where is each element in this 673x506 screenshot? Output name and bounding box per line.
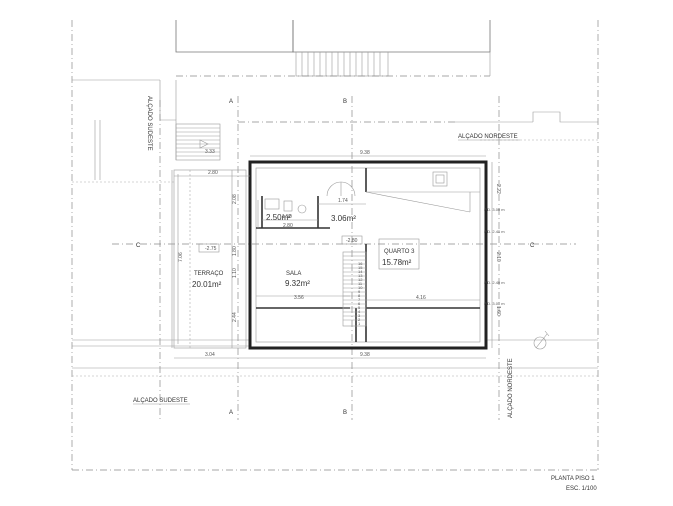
dim-small-left: 3.33 bbox=[205, 149, 215, 155]
terrace bbox=[173, 169, 247, 349]
stair-step-2: 2 bbox=[358, 317, 361, 322]
elevation-label-sudeste-side: ALÇADO SUDESTE bbox=[146, 96, 152, 151]
level-landing: -2.80 bbox=[346, 238, 358, 244]
dim-terrace-depth: 7.06 bbox=[178, 252, 184, 262]
neighbour-building bbox=[175, 20, 491, 77]
stair-step-14: 14 bbox=[358, 269, 363, 274]
room-sala-area: 9.32m² bbox=[285, 279, 310, 288]
dim-sala-width: 3.56 bbox=[294, 295, 304, 301]
room-sala-name: SALA bbox=[286, 271, 301, 277]
window-note-1: P.D. 3.00 m bbox=[484, 207, 505, 212]
room-quarto-area: 15.78m² bbox=[382, 258, 412, 267]
dim-right-h3: 1.60 bbox=[495, 306, 501, 316]
stair-step-7: 7 bbox=[358, 297, 361, 302]
dim-overall-bottom: 9.38 bbox=[360, 352, 370, 358]
dim-terrace-bottom: 3.04 bbox=[205, 352, 215, 358]
stair-step-12: 12 bbox=[358, 277, 363, 282]
site-left-elements bbox=[72, 79, 221, 183]
elevation-label-sudeste-bottom: ALÇADO SUDESTE bbox=[133, 398, 188, 404]
room-wc-area: 2.50m² bbox=[266, 213, 291, 222]
section-marker-c-left: C bbox=[136, 243, 141, 249]
drawing-frame bbox=[71, 20, 599, 471]
stair-step-3: 3 bbox=[358, 313, 361, 318]
dim-right-h2: 2.10 bbox=[495, 252, 501, 262]
stair-step-8: 8 bbox=[358, 293, 361, 298]
window-note-3: P.D. 2.40 m bbox=[484, 280, 505, 285]
stair-step-9: 9 bbox=[358, 289, 361, 294]
building-walls bbox=[248, 160, 488, 350]
stair-step-1: 1 bbox=[358, 321, 361, 326]
dim-overall-top: 9.38 bbox=[360, 150, 370, 156]
window-note-2: P.D. 2.40 m bbox=[484, 229, 505, 234]
dim-left-h2: 1.80 bbox=[232, 246, 238, 256]
section-marker-a-top: A bbox=[229, 99, 233, 105]
room-hall-area: 3.06m² bbox=[331, 214, 356, 223]
elevation-label-nordeste-top: ALÇADO NORDESTE bbox=[458, 134, 518, 140]
stair-step-4: 4 bbox=[358, 309, 361, 314]
stair-step-6: 6 bbox=[358, 301, 361, 306]
section-lines bbox=[112, 96, 576, 420]
dim-left-h4: 2.44 bbox=[232, 312, 238, 322]
section-marker-c-right: C bbox=[530, 243, 535, 249]
dim-wc-depth: 2.80 bbox=[283, 223, 293, 229]
dim-left-h1: 2.08 bbox=[232, 194, 238, 204]
dim-quarto-width: 4.16 bbox=[416, 295, 426, 301]
room-terraco-area: 20.01m² bbox=[192, 280, 222, 289]
drawing-title: PLANTA PISO 1 bbox=[551, 476, 595, 482]
stair-step-11: 11 bbox=[358, 281, 363, 286]
section-marker-a-bottom: A bbox=[229, 410, 233, 416]
stair-step-15: 15 bbox=[358, 265, 363, 270]
dim-left-h3: 1.10 bbox=[232, 268, 238, 278]
room-terraco-name: TERRAÇO bbox=[194, 271, 224, 277]
drawing-scale: ESC. 1/100 bbox=[566, 486, 597, 492]
dim-terrace-top: 2.80 bbox=[208, 170, 218, 176]
stair-step-5: 5 bbox=[358, 305, 361, 310]
dim-right-h1: 2.22 bbox=[495, 184, 501, 194]
dim-hall-width: 1.74 bbox=[338, 198, 348, 204]
window-note-4: P.D. 3.00 m bbox=[484, 301, 505, 306]
room-quarto-name: QUARTO 3 bbox=[384, 249, 415, 255]
level-terrace: -2.75 bbox=[205, 246, 217, 252]
stair-step-10: 10 bbox=[358, 285, 363, 290]
stair-step-13: 13 bbox=[358, 273, 363, 278]
dim-wc-width: 1.50 bbox=[282, 214, 292, 220]
section-marker-b-bottom: B bbox=[343, 410, 347, 416]
elevation-label-nordeste-side: ALÇADO NORDESTE bbox=[508, 358, 514, 418]
dimension-lines bbox=[171, 155, 493, 359]
north-arrow-icon bbox=[533, 330, 550, 350]
stair-step-16: 16 bbox=[358, 261, 363, 266]
site-right-elements bbox=[238, 111, 598, 141]
section-marker-b-top: B bbox=[343, 99, 347, 105]
